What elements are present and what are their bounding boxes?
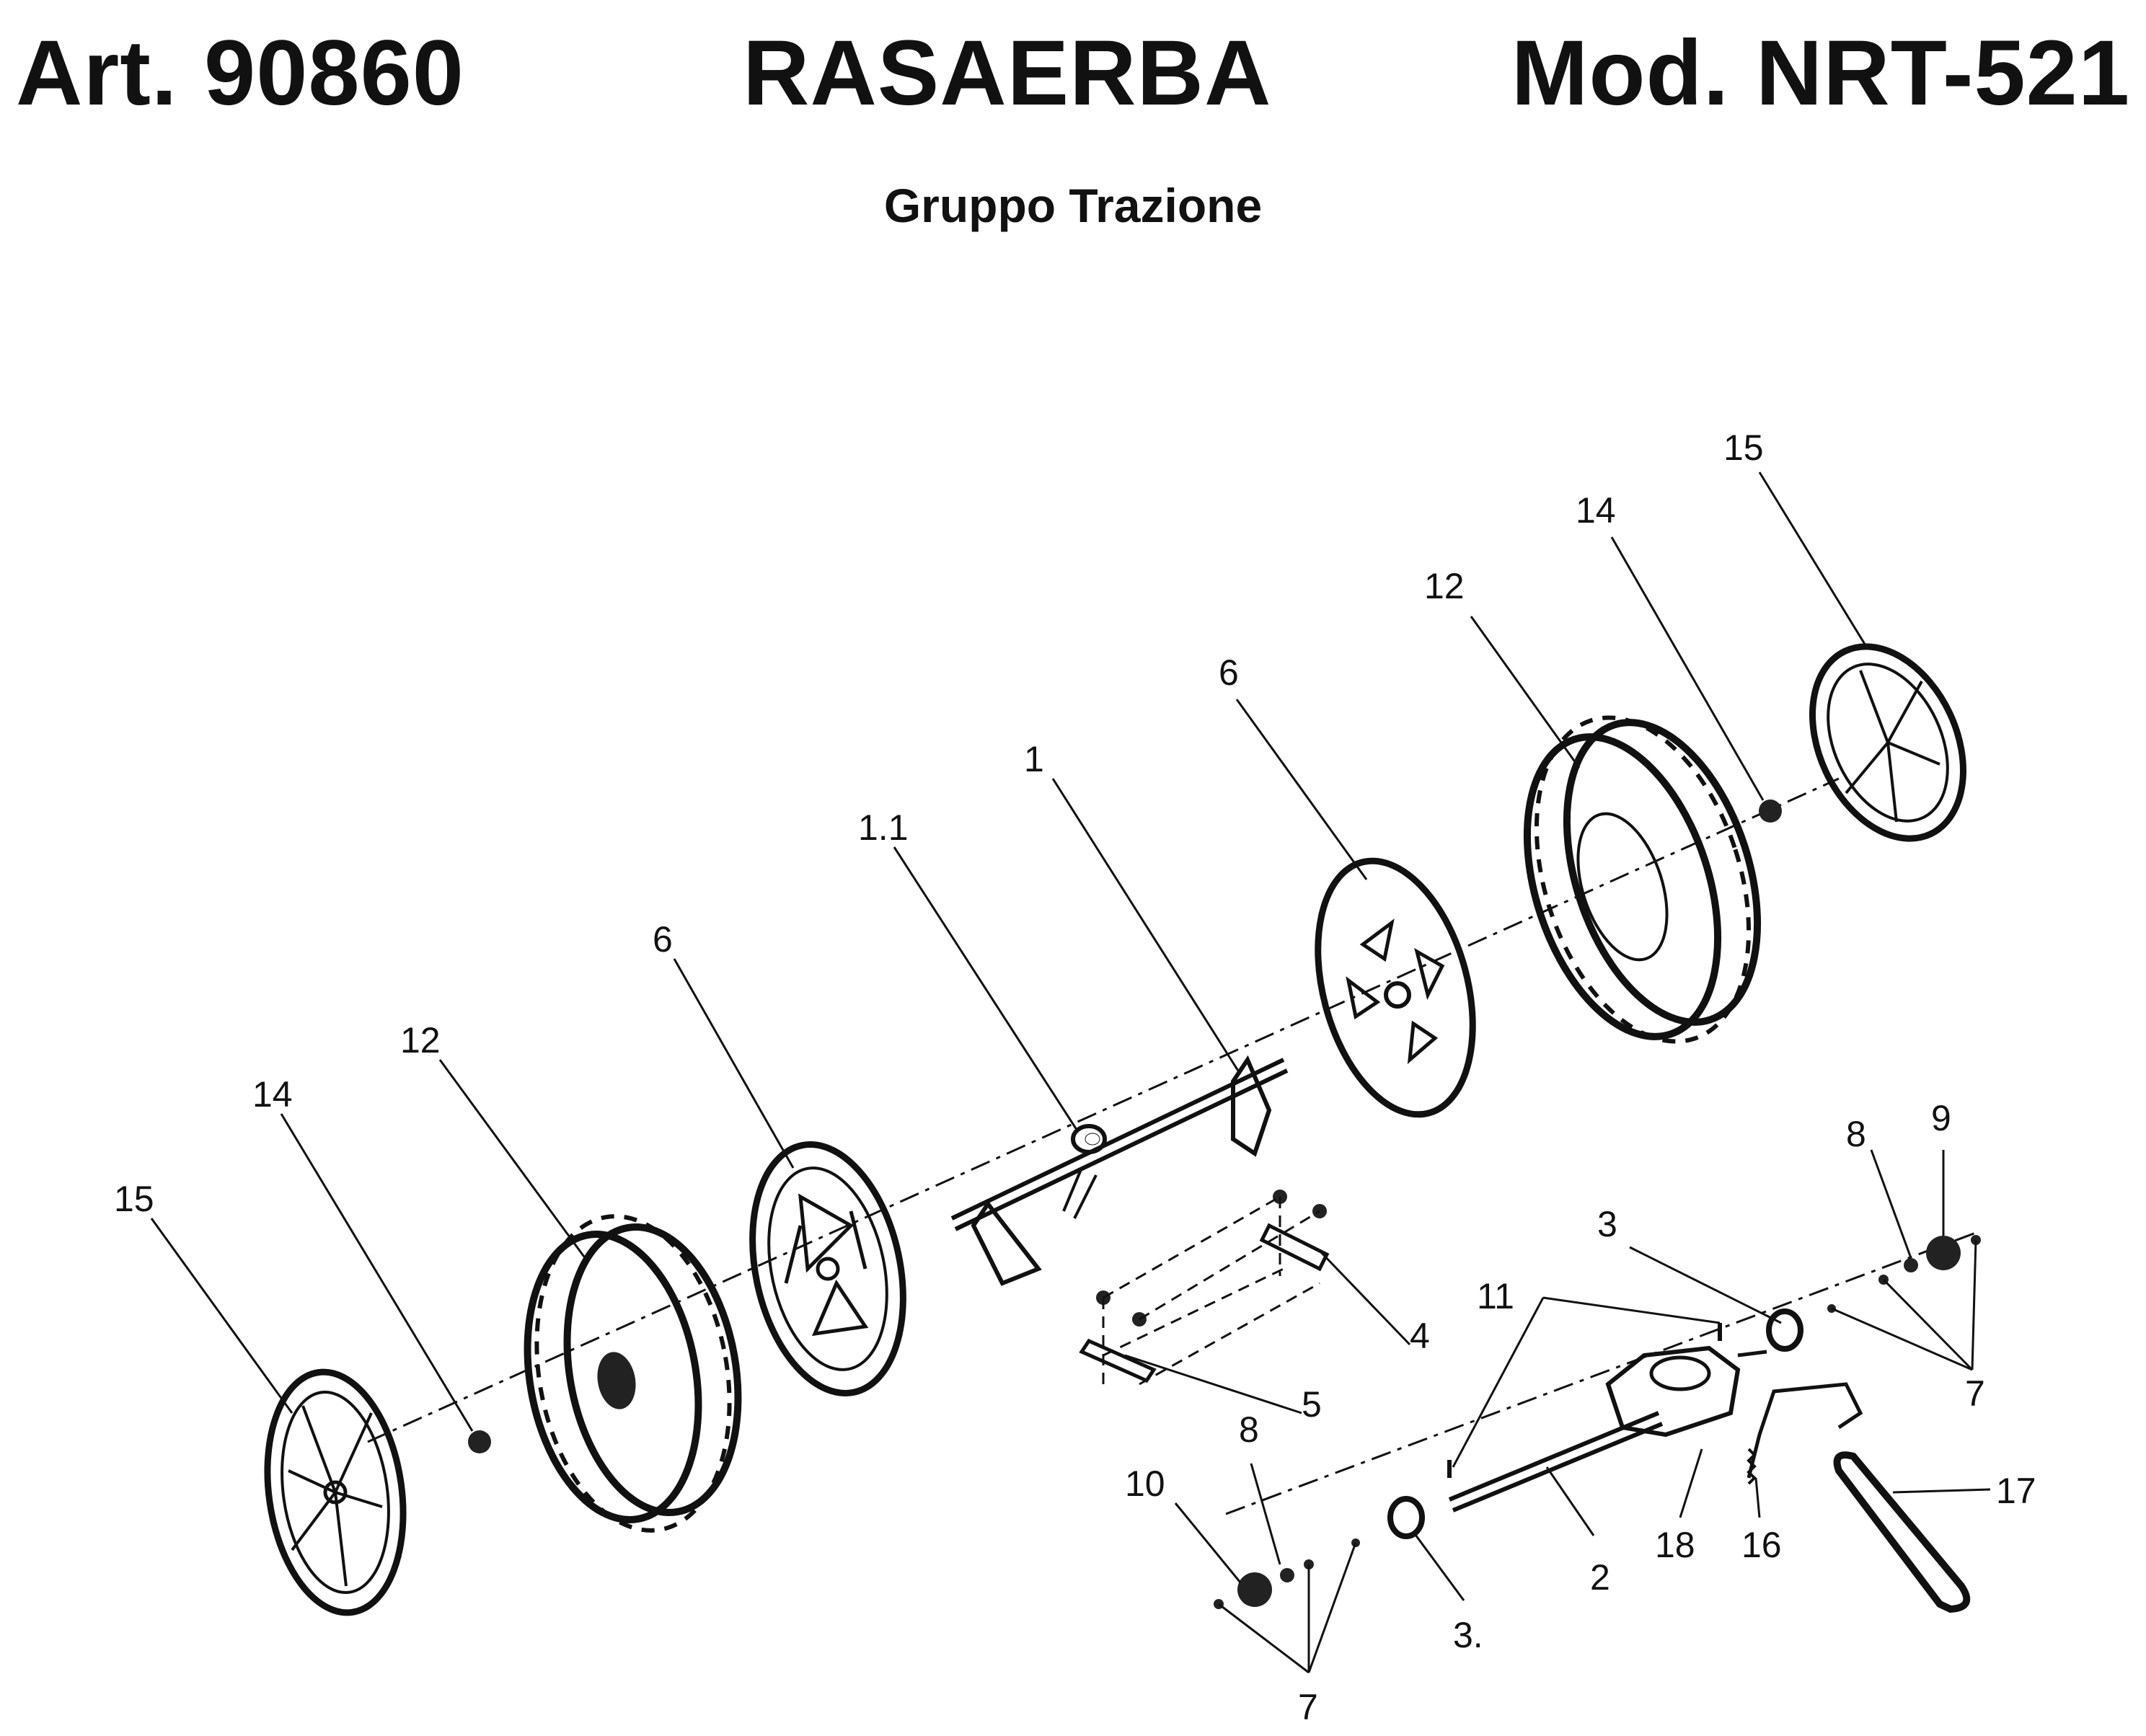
pinion-right [1926,1236,1961,1270]
callout-1-1: 1.1 [858,807,909,848]
nut-left [468,1430,491,1453]
bracket-and-pins [1079,1190,1330,1386]
washer-right [1904,1258,1918,1272]
callout-9: 9 [1931,1098,1951,1138]
wheel-disc-right [1315,857,1476,1118]
callout-1: 1 [1024,739,1044,779]
callout-4: 4 [1410,1316,1430,1356]
drive-axle-assembly [950,1055,1289,1286]
callout-12-right: 12 [1424,566,1465,606]
bushing-top [1766,1308,1803,1352]
callout-10: 10 [1125,1463,1165,1504]
leader-lines [150,471,1991,1674]
axle-centerline [367,777,1840,1443]
callout-18: 18 [1655,1525,1695,1565]
callout-7-bottom: 7 [1298,1687,1318,1727]
callout-5: 5 [1302,1384,1322,1425]
callout-15-right: 15 [1723,428,1764,468]
lever [1747,1382,1863,1479]
callout-3-top: 3 [1597,1204,1617,1244]
hubcap-left [264,1368,407,1616]
model-number: Mod. NRT-521 [1511,22,2130,125]
washer-left [1280,1568,1294,1582]
belt [1833,1451,1971,1613]
spring [1747,1448,1757,1485]
hubcap-right [1809,643,1966,842]
article-number: Art. 90860 [16,22,464,125]
callout-8-right: 8 [1846,1114,1866,1154]
callout-14-right: 14 [1576,490,1616,531]
callout-2: 2 [1590,1557,1610,1598]
wheel-right [1523,715,1762,1044]
callout-15-left: 15 [114,1179,154,1219]
callout-7-right: 7 [1965,1373,1985,1414]
callout-17: 17 [1996,1471,2036,1511]
callout-6-left: 6 [653,919,673,960]
callout-6-right: 6 [1219,652,1239,693]
wheel-disc-left [749,1141,906,1396]
product-name: RASAERBA [743,22,1272,125]
diagram-subtitle: Gruppo Trazione [883,179,1263,232]
callout-16: 16 [1741,1525,1782,1565]
callout-3-bottom: 3. [1453,1615,1483,1655]
pinion-left [1237,1572,1272,1607]
callout-12-left: 12 [400,1020,441,1060]
bushing-bottom [1387,1496,1425,1539]
gearbox-assembly [1448,1345,1767,1513]
callout-11: 11 [1477,1276,1514,1316]
callout-8-left: 8 [1239,1409,1259,1450]
gearbox-centerline [1225,1231,1977,1515]
callout-14-left: 14 [252,1074,293,1115]
wheel-left [524,1214,742,1533]
nut-right [1759,800,1782,823]
